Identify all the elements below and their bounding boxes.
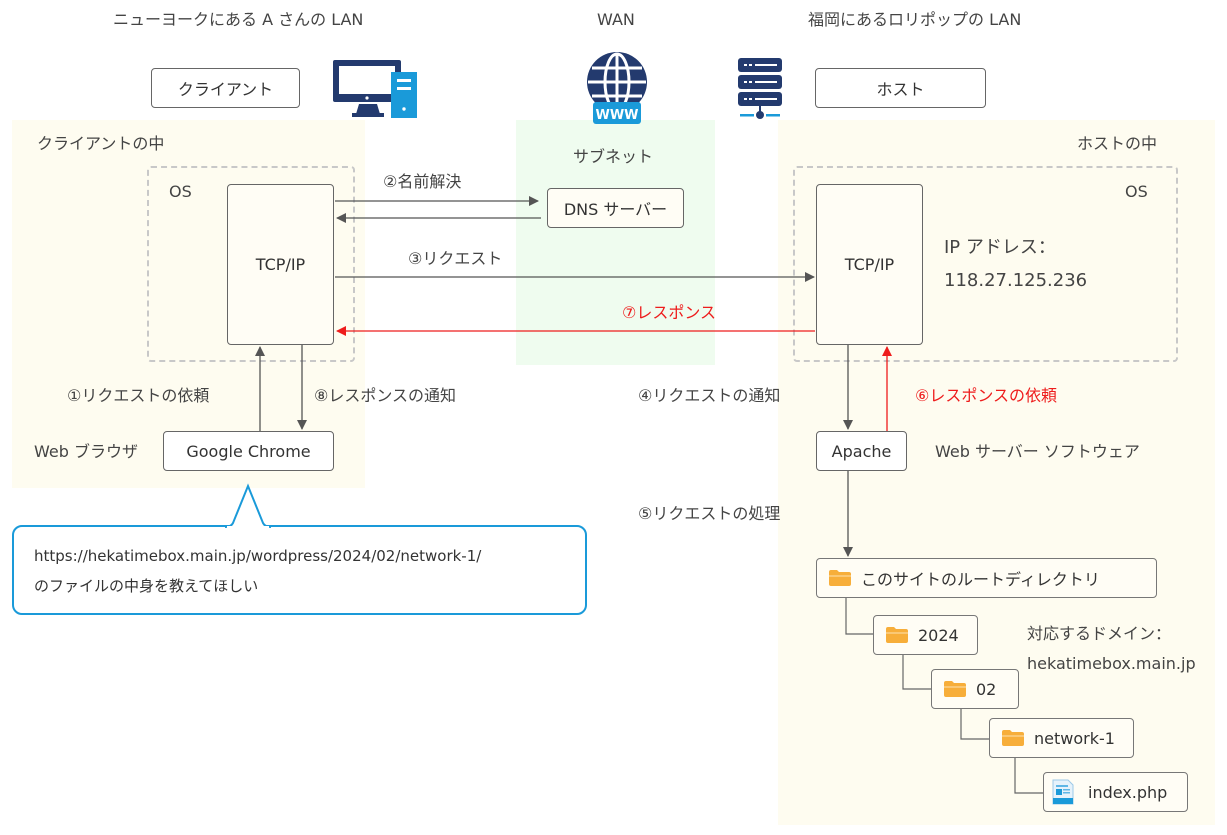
server-rack-icon [736,58,786,120]
tree-item-label: このサイトのルートディレクトリ [861,570,1100,589]
step-2-label: ②名前解決 [383,172,462,191]
tree-item-root[interactable]: このサイトのルートディレクトリ [816,558,1157,598]
domain-value: hekatimebox.main.jp [1027,654,1196,673]
client-box[interactable]: クライアント [151,68,300,108]
tree-item-label: 02 [976,679,997,699]
dns-server-box[interactable]: DNS サーバー [547,188,684,228]
step-4-label: ④リクエストの通知 [638,386,781,405]
ip-address-label: IP アドレス： [944,237,1056,258]
subnet-label: サブネット [573,147,654,166]
tree-item-02[interactable]: 02 [931,669,1019,709]
desktop-computer-icon [332,58,418,118]
tree-item-index-php[interactable]: index.php [1043,772,1188,812]
step-3-label: ③リクエスト [408,249,503,268]
ip-address-value: 118.27.125.236 [944,270,1088,291]
svg-text:WWW: WWW [595,108,638,123]
host-os-boundary [793,166,1178,362]
client-lan-header: ニューヨークにある A さんの LAN [113,10,364,29]
folder-icon [886,627,908,643]
client-tcpip-box[interactable]: TCP/IP [227,184,334,345]
tree-item-label: 2024 [918,625,959,645]
tree-item-2024[interactable]: 2024 [873,615,978,655]
wan-header: WAN [597,10,635,29]
tree-item-label: index.php [1088,782,1168,802]
php-file-icon [1052,779,1074,805]
step-6-label: ⑥レスポンスの依頼 [915,386,1058,405]
host-lan-header: 福岡にあるロリポップの LAN [808,10,1022,29]
step-8-label: ⑧レスポンスの通知 [314,386,457,405]
globe-www-icon: WWW [583,50,651,126]
step-5-label: ⑤リクエストの処理 [638,504,781,523]
server-caption: Web サーバー ソフトウェア [935,442,1140,461]
folder-icon [1002,730,1024,746]
host-box[interactable]: ホスト [815,68,986,108]
host-os-label: OS [1125,182,1148,201]
client-os-label: OS [169,182,192,201]
bubble-url-text: https://hekatimebox.main.jp/wordpress/20… [34,547,482,565]
browser-box[interactable]: Google Chrome [163,431,334,471]
wan-panel [516,120,715,365]
client-panel-title: クライアントの中 [37,134,165,153]
client-os-boundary [147,166,355,362]
host-panel-title: ホストの中 [1077,134,1158,153]
bubble-message-text: のファイルの中身を教えてほしい [34,577,259,595]
request-speech-bubble: https://hekatimebox.main.jp/wordpress/20… [12,525,587,615]
host-tcpip-box[interactable]: TCP/IP [816,184,923,345]
apache-box[interactable]: Apache [816,431,907,471]
folder-icon [829,570,851,586]
tree-item-network-1[interactable]: network-1 [989,718,1134,758]
tree-item-label: network-1 [1034,728,1115,748]
speech-bubble-tail [225,483,272,528]
browser-caption: Web ブラウザ [34,442,138,461]
step-1-label: ①リクエストの依頼 [67,386,210,405]
step-7-label: ⑦レスポンス [622,303,717,322]
folder-icon [944,681,966,697]
domain-label: 対応するドメイン： [1027,624,1172,643]
